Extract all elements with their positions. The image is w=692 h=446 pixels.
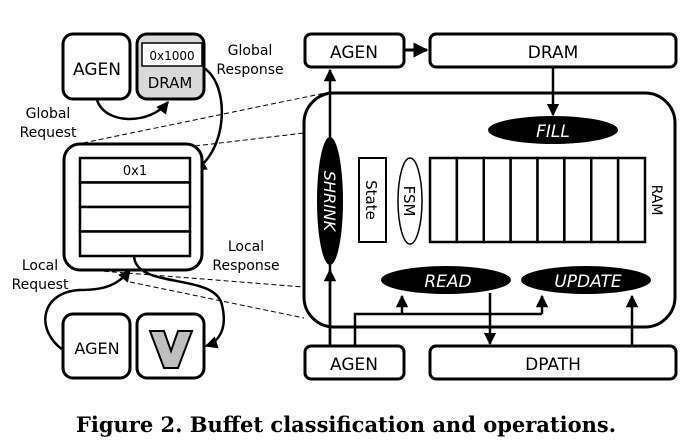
right-dram: DRAM (428, 32, 678, 69)
fsm-ellipse: FSM (397, 157, 423, 245)
buffer-row (78, 181, 192, 209)
local-request-line2: Request (12, 277, 69, 293)
read-op: READ (381, 266, 511, 294)
buffer-row (78, 205, 192, 233)
shrink-label: SHRINK (320, 171, 339, 233)
ram-cell (616, 156, 647, 244)
state-box: State (358, 157, 387, 243)
ram-cell (590, 156, 620, 244)
dram-address: 0x1000 (149, 49, 194, 63)
right-dram-label: DRAM (528, 43, 579, 63)
buffer-row (78, 230, 192, 258)
local-response-arrow (132, 254, 225, 349)
left-dram-label: DRAM (148, 74, 193, 92)
ram-cell (509, 156, 539, 244)
ram-cells (428, 156, 647, 244)
agen-bus (353, 312, 542, 345)
right-agen-top: AGEN (303, 32, 406, 69)
left-agen-bottom: AGEN (61, 312, 132, 380)
local-response-line1: Local (228, 239, 264, 255)
ram-cell (536, 156, 566, 244)
ram-cell (482, 156, 512, 244)
left-agen-top: AGEN (61, 32, 132, 101)
fsm-label: FSM (400, 186, 418, 217)
global-response-line1: Global (228, 43, 273, 59)
zoom-line-bottom-2 (129, 281, 305, 319)
left-agen-top-label: AGEN (73, 60, 121, 80)
global-request-line2: Request (20, 125, 77, 141)
local-request-line1: Local (22, 258, 58, 274)
update-label: UPDATE (554, 272, 622, 292)
figure-caption: Figure 2. Buffet classification and oper… (76, 412, 616, 437)
update-op: UPDATE (521, 266, 651, 294)
ram-label: RAM (648, 185, 664, 216)
global-response-line2: Response (216, 62, 283, 78)
read-label: READ (424, 272, 471, 292)
right-agen-bottom: AGEN (303, 344, 406, 381)
buffer-row-value: 0x1 (123, 164, 147, 179)
ram-cell (455, 156, 485, 244)
ram-cell (563, 156, 593, 244)
dpath-label: DPATH (525, 355, 581, 375)
v-box (135, 312, 206, 380)
shrink-op: SHRINK (317, 137, 343, 265)
right-agen-top-label: AGEN (330, 43, 378, 63)
local-response-line2: Response (212, 258, 279, 274)
global-response-arrow (193, 66, 223, 172)
right-agen-bottom-label: AGEN (330, 355, 378, 375)
state-label: State (362, 180, 380, 220)
local-request-arrow (44, 269, 131, 352)
fill-op: FILL (488, 116, 618, 144)
global-request-line1: Global (26, 106, 71, 122)
dpath-box: DPATH (428, 344, 678, 381)
zoom-line-top-1 (82, 91, 331, 144)
buffer-rows: 0x1 (78, 156, 192, 258)
left-dram: 0x1000 DRAM (135, 32, 206, 101)
global-request-arrow (95, 99, 169, 121)
ram-cell (428, 156, 459, 244)
left-agen-bottom-label: AGEN (74, 339, 119, 358)
fill-label: FILL (536, 122, 570, 142)
left-buffer: 0x1 (62, 142, 204, 272)
zoom-line-top-2 (194, 132, 305, 147)
v-icon (148, 330, 194, 369)
